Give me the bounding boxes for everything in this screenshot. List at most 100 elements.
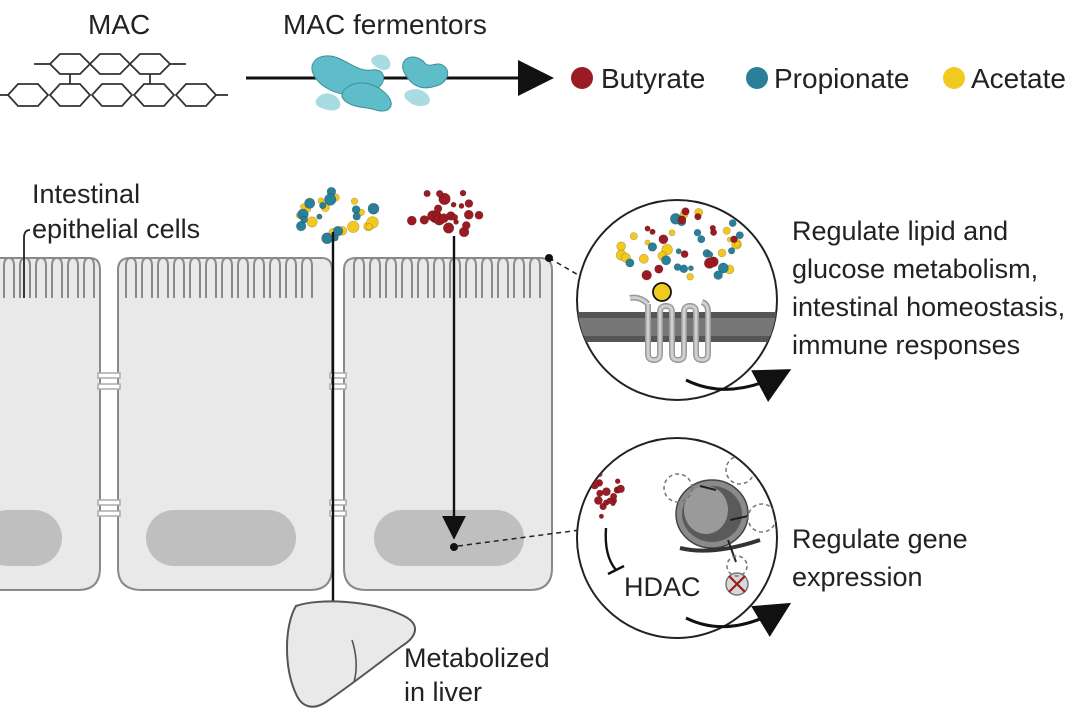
scfa-particle <box>727 247 736 255</box>
scfa-particle <box>610 500 616 507</box>
microvillus <box>513 256 525 298</box>
scfa-particle <box>332 225 344 237</box>
metabolized-label-line2: in liver <box>404 677 482 707</box>
scfa-particle <box>602 487 611 497</box>
bacteria-icon <box>311 54 449 112</box>
scfa-particle <box>641 270 652 281</box>
scfa-particle <box>693 228 702 237</box>
scfa-particle <box>703 257 716 269</box>
lipid-label-line1: Regulate lipid and <box>792 216 1008 246</box>
scfa-particle <box>686 273 694 281</box>
connector-to-hdac-circle <box>457 529 581 547</box>
microvillus <box>497 256 509 298</box>
scfa-mixed-cluster <box>295 186 380 245</box>
scfa-particle <box>352 212 361 221</box>
scfa-particle <box>673 263 682 271</box>
lipid-label-line3: intestinal homeostasis, <box>792 292 1065 322</box>
epithelial-cells <box>0 257 553 591</box>
epithelial-cell-3 <box>343 257 553 591</box>
microvillus <box>253 256 265 298</box>
scfa-particle <box>347 220 360 233</box>
microvillus <box>529 256 541 298</box>
microvillus <box>173 256 185 298</box>
scfa-particle <box>644 225 651 232</box>
scfa-particle <box>675 248 682 255</box>
scfa-particle <box>296 221 307 232</box>
microvillus <box>269 256 281 298</box>
scfa-particle <box>406 215 417 226</box>
scfa-particle <box>647 242 658 252</box>
microvillus <box>401 256 413 298</box>
scfa-particle <box>319 201 327 210</box>
scfa-particle <box>438 213 449 224</box>
scfa-particle <box>324 193 337 206</box>
metabolized-label-line1: Metabolized <box>404 643 550 673</box>
butyrate-cluster <box>406 189 484 238</box>
scfa-particle <box>728 219 737 227</box>
scfa-particle <box>304 197 316 209</box>
scfa-particle <box>677 215 687 225</box>
microvillus <box>3 256 15 298</box>
scfa-particle <box>350 197 359 205</box>
scfa-particle <box>423 189 431 198</box>
intestinal-label-pointer <box>23 229 31 298</box>
scfa-particle <box>461 221 471 230</box>
scfa-particle <box>459 189 467 197</box>
legend-butyrate-dot <box>571 67 593 89</box>
scfa-particle <box>638 253 649 264</box>
scfa-particle <box>443 222 455 234</box>
lipid-label-line4: immune responses <box>792 330 1020 360</box>
scfa-particle <box>649 228 656 235</box>
scfa-particle <box>616 241 627 252</box>
microvilli <box>3 256 541 298</box>
scfa-particle <box>597 465 603 472</box>
microvillus <box>353 256 365 298</box>
gene-label-line2: expression <box>792 562 923 592</box>
connector-dot-top <box>545 254 553 262</box>
legend-butyrate-label: Butyrate <box>601 63 705 94</box>
scfa-particle <box>661 255 672 266</box>
mac-fermentors-label: MAC fermentors <box>283 9 487 40</box>
legend-propionate-dot <box>746 67 768 89</box>
microvillus <box>481 256 493 298</box>
microvillus <box>67 256 79 298</box>
epithelial-cell-2 <box>117 257 333 591</box>
scfa-particle <box>436 190 444 198</box>
scfa-particle <box>680 250 689 258</box>
scfa-particle <box>735 231 744 240</box>
microvillus <box>221 256 233 298</box>
scfa-particle <box>625 258 635 268</box>
microvillus <box>369 256 381 298</box>
scfa-particle <box>589 472 595 478</box>
receptor-output-arrow <box>685 369 792 403</box>
nucleus-point <box>450 543 458 551</box>
microvillus <box>83 256 95 298</box>
microvillus <box>465 256 477 298</box>
hdac-output-arrow <box>685 602 792 637</box>
scfa-particle <box>365 223 373 231</box>
scfa-particle <box>593 454 603 464</box>
legend: Butyrate Propionate Acetate <box>571 63 1066 94</box>
scfa-particle <box>644 239 651 246</box>
legend-acetate-dot <box>943 67 965 89</box>
gene-label-line1: Regulate gene <box>792 524 968 554</box>
mac-label: MAC <box>88 9 150 40</box>
scfa-particle <box>451 213 459 221</box>
legend-acetate-label: Acetate <box>971 63 1066 94</box>
scfa-particle <box>694 213 702 221</box>
microvillus <box>433 256 445 298</box>
scfa-particle <box>598 513 605 519</box>
scfa-particle <box>688 265 694 272</box>
scfa-particle <box>464 199 474 208</box>
scfa-particle <box>697 235 706 244</box>
scfa-particle <box>706 251 714 258</box>
scfa-particle <box>730 235 738 244</box>
scfa-particle <box>594 496 603 505</box>
scfa-particle <box>658 234 669 245</box>
scfa-particle <box>419 215 429 225</box>
microvillus <box>385 256 397 298</box>
scfa-particle <box>717 262 729 274</box>
hdac-circle: HDAC <box>576 437 778 639</box>
receptor-particles <box>615 207 744 281</box>
scfa-particle <box>316 213 323 220</box>
